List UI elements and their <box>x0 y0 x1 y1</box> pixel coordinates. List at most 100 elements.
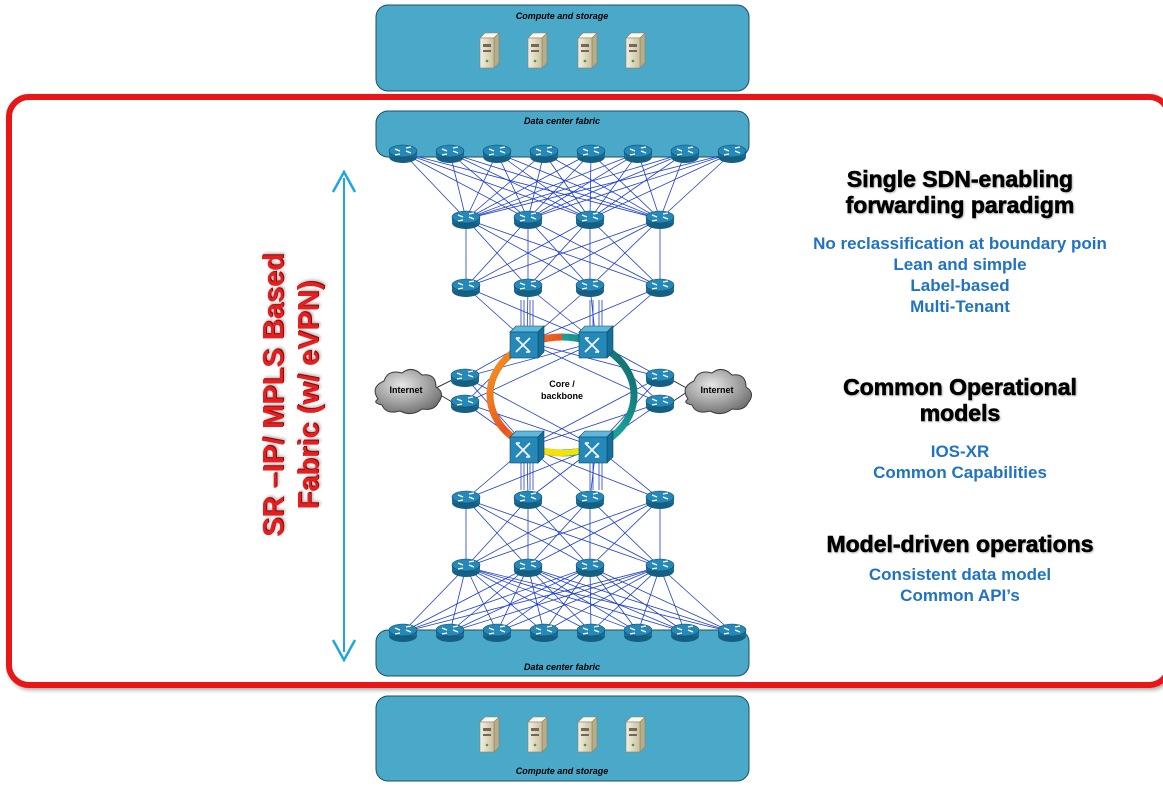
fabric-link <box>402 152 529 220</box>
router-icon <box>575 278 605 297</box>
fabric-link <box>543 566 591 633</box>
feature-heading-1-line2: forwarding paradigm <box>845 192 1075 219</box>
fabric-link <box>465 566 686 633</box>
fabric-link <box>402 566 591 633</box>
fabric-link <box>465 152 686 220</box>
fabric-link <box>465 218 529 288</box>
compute-label-bottom: Compute and storage <box>516 766 609 776</box>
router-icon <box>576 623 606 642</box>
fabric-link <box>637 152 661 220</box>
server-icon <box>625 32 646 69</box>
router-icon <box>529 623 559 642</box>
fabric-label-bottom: Data center fabric <box>524 662 600 672</box>
vertical-span-arrow-icon <box>331 169 357 663</box>
fabric-link <box>464 376 597 448</box>
core-switch-icon <box>578 325 614 359</box>
server-icon <box>479 32 500 69</box>
fabric-link <box>659 566 686 633</box>
fabric-panel-bottom <box>375 629 750 677</box>
fabric-link <box>527 566 686 633</box>
router-icon <box>645 210 675 229</box>
router-icon <box>451 490 481 509</box>
router-icon <box>450 368 480 387</box>
core-switch-icon <box>509 430 545 464</box>
fabric-link <box>527 566 592 633</box>
compute-label-top: Compute and storage <box>516 11 609 21</box>
feature-heading-1: Single SDN-enabling forwarding paradigm <box>770 166 1150 219</box>
feature-heading-2-line1: Common Operational <box>843 374 1077 401</box>
fabric-link <box>590 152 661 220</box>
fabric-link <box>589 498 661 568</box>
feature-item: No reclassification at boundary poin <box>813 234 1107 253</box>
fabric-label-top: Data center fabric <box>524 116 600 126</box>
fabric-link <box>527 566 733 633</box>
fabric-link <box>449 566 467 633</box>
fabric-link <box>589 152 639 220</box>
vertical-label-line2: Fabric (w/ eVPN) <box>293 280 325 510</box>
fabric-link <box>465 566 592 633</box>
fabric-link <box>465 152 545 220</box>
fabric-link <box>527 218 591 288</box>
feature-item: Multi-Tenant <box>910 297 1010 316</box>
fabric-link <box>527 498 591 568</box>
feature-items-1: No reclassification at boundary poin Lea… <box>740 233 1163 317</box>
fabric-link <box>449 152 661 220</box>
internet-cloud-right-icon <box>684 369 752 415</box>
router-icon <box>575 210 605 229</box>
fabric-link <box>543 152 591 220</box>
router-icon <box>435 144 465 163</box>
feature-item: Lean and simple <box>893 255 1027 274</box>
router-icon <box>482 144 512 163</box>
fabric-link <box>526 341 661 404</box>
router-icon <box>513 558 543 577</box>
fabric-link <box>496 152 591 220</box>
fabric-link <box>465 152 639 220</box>
fabric-link <box>543 566 661 633</box>
feature-item: IOS-XR <box>930 442 990 461</box>
fabric-link <box>449 566 591 633</box>
fabric-link <box>496 566 591 633</box>
feature-items-2: IOS-XR Common Capabilities <box>770 441 1150 483</box>
fabric-link <box>527 152 545 220</box>
internet-label-right: Internet <box>700 385 733 395</box>
router-icon <box>645 368 675 387</box>
server-icon <box>527 32 548 69</box>
core-label-line2: backbone <box>541 391 583 401</box>
feature-heading-1-line1: Single SDN-enabling <box>846 166 1074 193</box>
core-switch-icon <box>509 325 545 359</box>
fabric-panel-top <box>375 110 750 158</box>
router-icon <box>513 278 543 297</box>
router-icon <box>576 144 606 163</box>
fabric-link <box>589 566 592 633</box>
fabric-link <box>527 152 592 220</box>
router-icon <box>717 144 747 163</box>
router-icon <box>575 490 605 509</box>
router-icon <box>645 278 675 297</box>
router-icon <box>623 144 653 163</box>
fabric-link <box>659 152 686 220</box>
fabric-link <box>402 152 591 220</box>
compute-panel-top <box>375 4 750 92</box>
router-icon <box>451 558 481 577</box>
feature-item: Consistent data model <box>868 565 1052 584</box>
core-switch-icon <box>578 430 614 464</box>
fabric-link <box>465 566 639 633</box>
core-label-line1: Core / <box>549 379 575 389</box>
server-icon <box>625 716 646 753</box>
fabric-link <box>465 566 545 633</box>
router-icon <box>645 558 675 577</box>
internet-label-left: Internet <box>389 385 422 395</box>
fabric-link <box>526 341 661 378</box>
fabric-link <box>465 218 661 288</box>
fabric-link <box>527 152 686 220</box>
fabric-link <box>589 566 686 633</box>
router-icon <box>717 623 747 642</box>
fabric-link <box>465 498 591 568</box>
server-icon <box>577 716 598 753</box>
fabric-link <box>637 566 661 633</box>
fabric-link <box>465 498 661 568</box>
fabric-link <box>465 286 597 343</box>
router-icon <box>388 623 418 642</box>
fabric-link <box>589 152 686 220</box>
